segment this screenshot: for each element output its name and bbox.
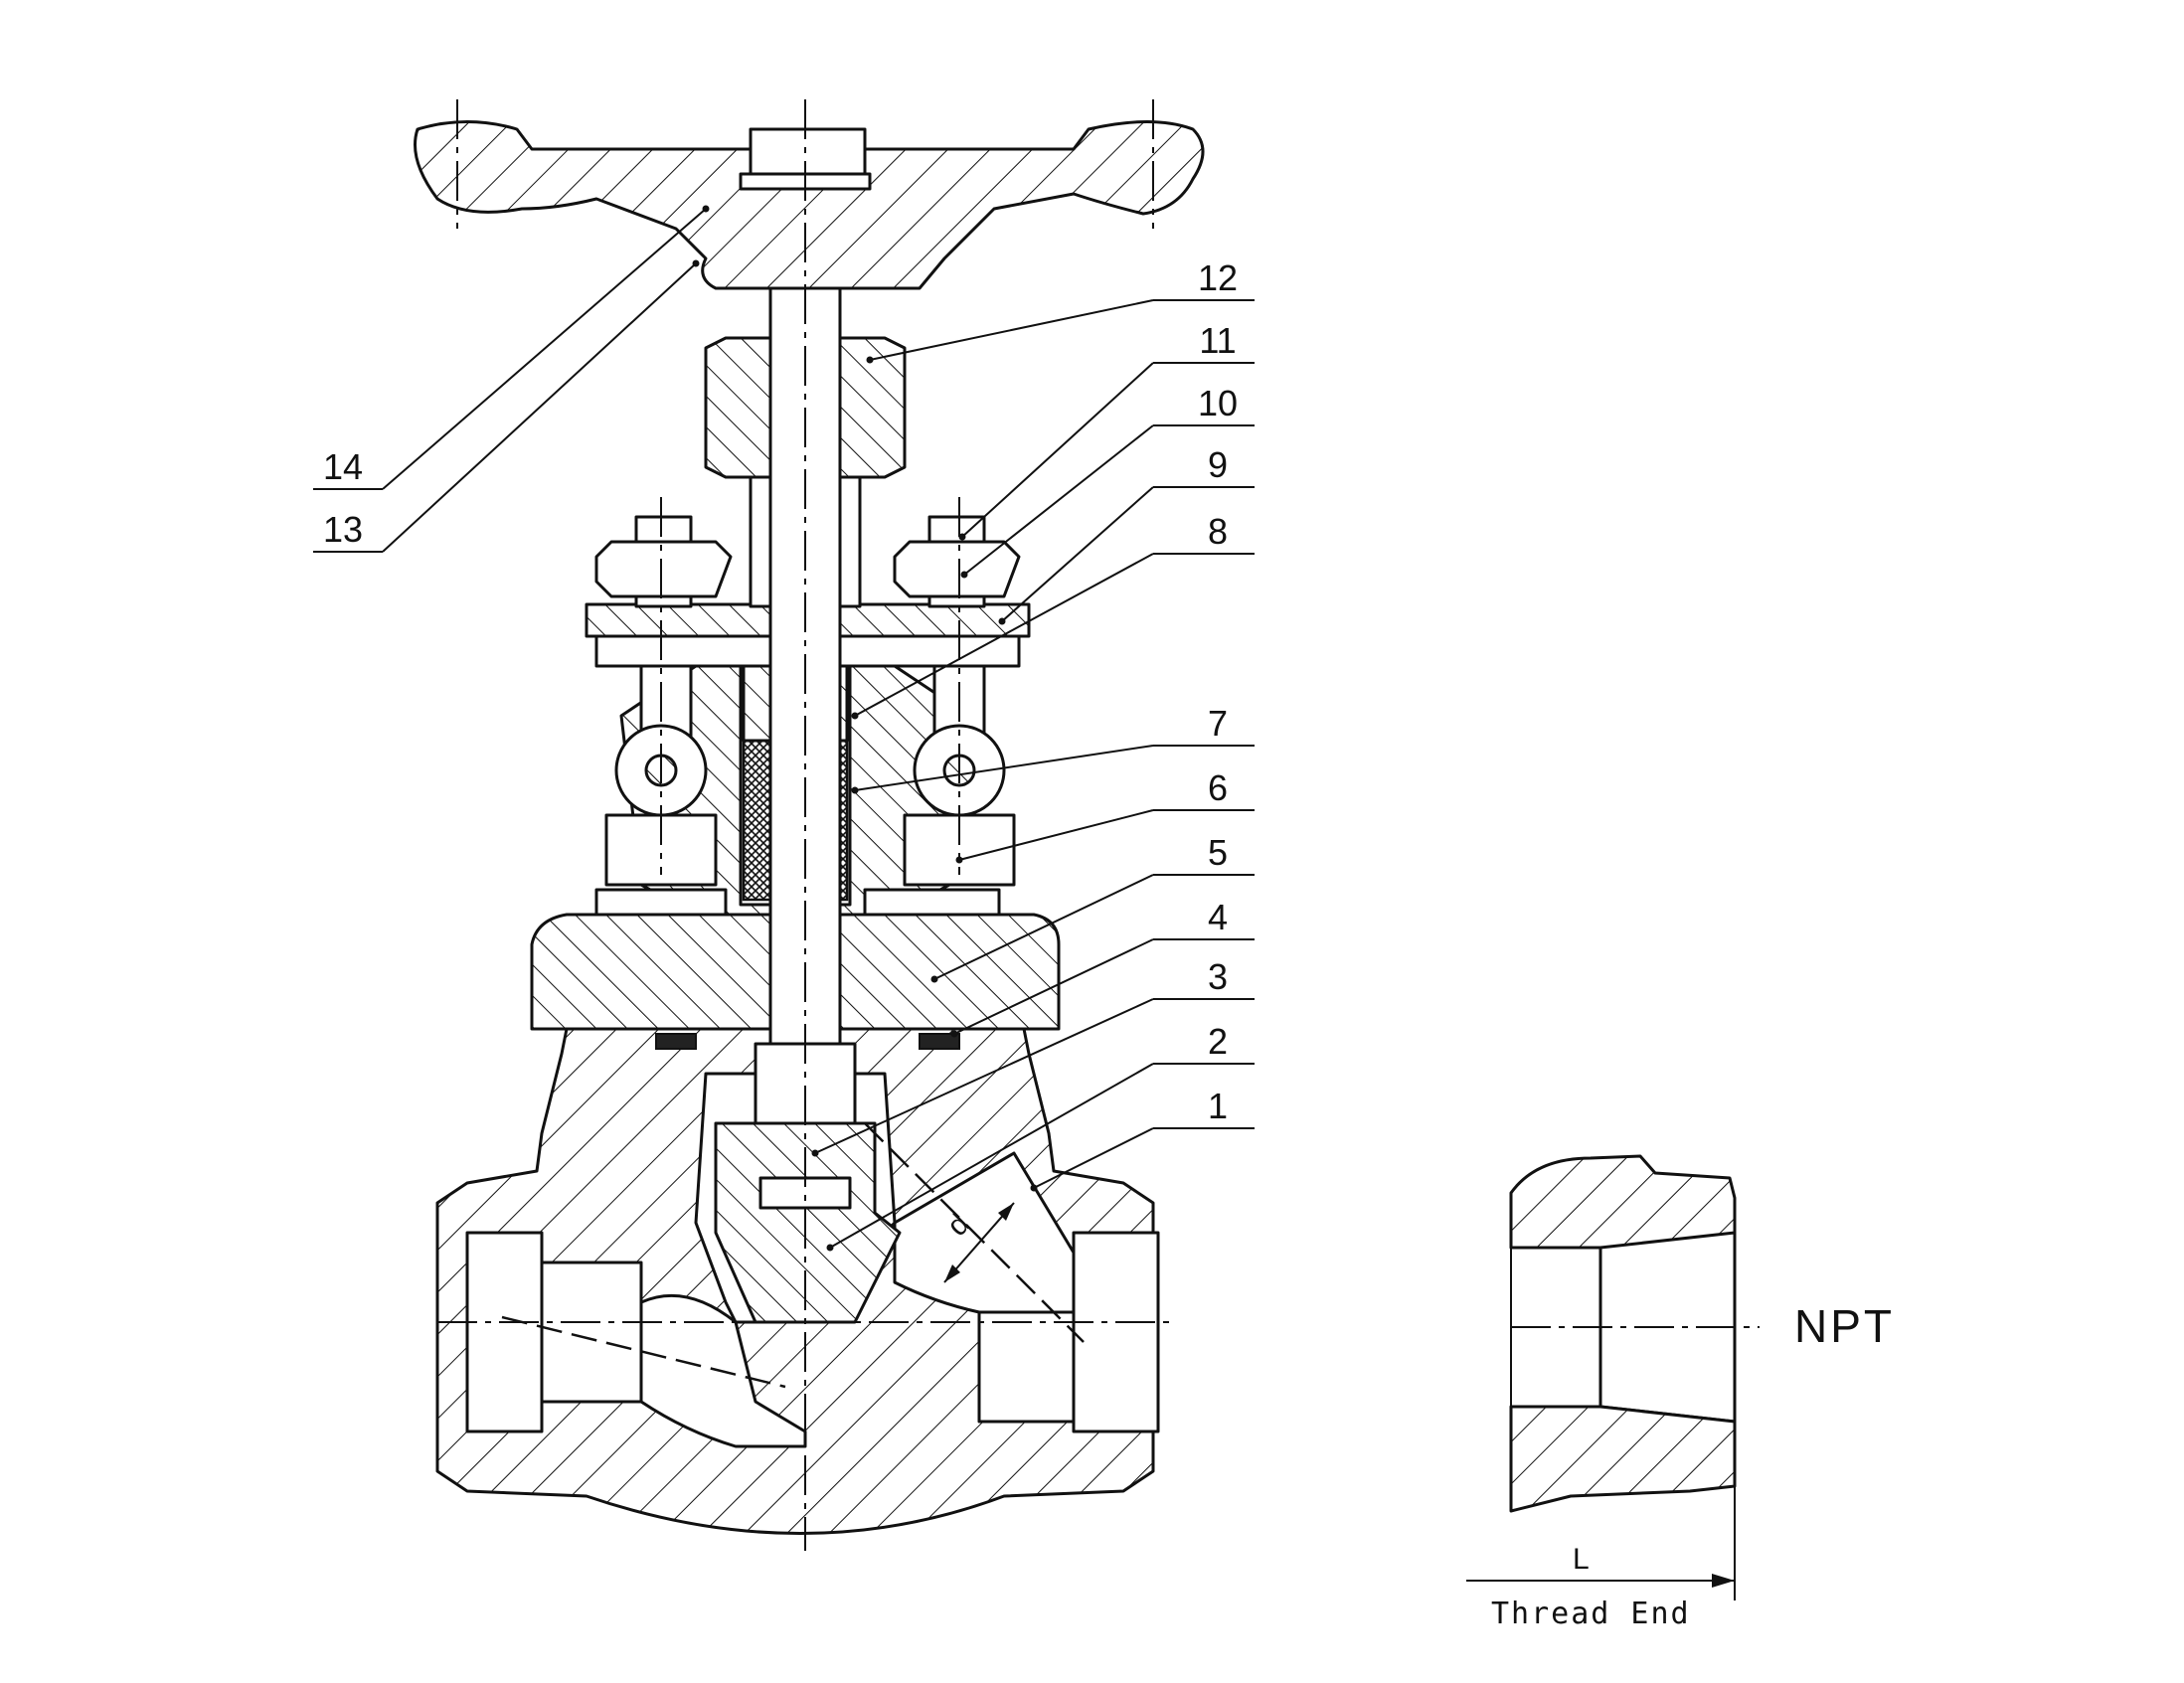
callout-7: 7	[851, 703, 1255, 794]
callout-leader	[382, 262, 697, 553]
callout-leader	[1033, 1127, 1154, 1189]
callout-9: 9	[998, 444, 1255, 625]
callout-number: 1	[1208, 1086, 1228, 1126]
callout-2: 2	[826, 1021, 1255, 1252]
callout-1: 1	[1030, 1086, 1255, 1192]
callout-leader	[829, 1063, 1154, 1249]
callout-leader	[854, 745, 1154, 791]
callout-number: 13	[323, 509, 363, 550]
callout-dot	[960, 571, 968, 579]
callout-number: 3	[1208, 956, 1228, 997]
callout-dot	[851, 786, 859, 794]
callout-dot	[930, 975, 938, 983]
callout-leader	[854, 553, 1154, 717]
callout-dot	[811, 1149, 819, 1157]
callout-number: 7	[1208, 703, 1228, 744]
eye-bolt-left	[594, 515, 733, 887]
dimension-l-label: L	[1573, 1543, 1590, 1576]
callout-number: 2	[1208, 1021, 1228, 1062]
callout-dot	[1030, 1184, 1038, 1192]
callout-number: 4	[1208, 897, 1228, 937]
npt-label: NPT	[1794, 1300, 1895, 1352]
callout-dot	[866, 356, 874, 364]
callout-number: 12	[1198, 257, 1238, 298]
callout-number: 10	[1198, 383, 1238, 423]
thread-end-caption: Thread End	[1491, 1597, 1691, 1631]
center-lines	[437, 99, 1173, 1551]
callout-8: 8	[851, 511, 1255, 720]
callout-13: 13	[313, 259, 700, 553]
callout-leader	[958, 809, 1154, 861]
callout-number: 8	[1208, 511, 1228, 552]
callout-leader	[869, 299, 1154, 361]
callout-leader	[961, 362, 1154, 538]
callout-dot	[950, 1030, 958, 1038]
callout-number: 5	[1208, 832, 1228, 873]
callout-dot	[826, 1244, 834, 1252]
handwheel	[414, 120, 1205, 290]
callout-dot	[998, 617, 1006, 625]
callout-dot	[958, 533, 966, 541]
callout-leader	[1001, 486, 1154, 622]
callout-dot	[692, 259, 700, 267]
callout-11: 11	[958, 320, 1255, 541]
callout-14: 14	[313, 205, 710, 490]
callout-number: 11	[1199, 320, 1236, 361]
callout-dot	[955, 856, 963, 864]
callout-number: 6	[1208, 767, 1228, 808]
callout-dot	[702, 205, 710, 213]
callout-5: 5	[930, 832, 1255, 983]
callout-4: 4	[950, 897, 1255, 1038]
callout-leader	[953, 938, 1154, 1035]
callout-number: 14	[323, 446, 363, 487]
callout-12: 12	[866, 257, 1255, 364]
callout-dot	[851, 712, 859, 720]
callout-leader	[382, 208, 707, 490]
thread-end-detail: NPT L Thread End	[1466, 1154, 1895, 1631]
callout-leader	[963, 424, 1154, 576]
callout-6: 6	[955, 767, 1255, 864]
callout-3: 3	[811, 956, 1255, 1157]
callout-leader	[814, 998, 1154, 1154]
callout-number: 9	[1208, 444, 1228, 485]
callout-leader	[933, 874, 1154, 980]
callout-10: 10	[960, 383, 1255, 579]
